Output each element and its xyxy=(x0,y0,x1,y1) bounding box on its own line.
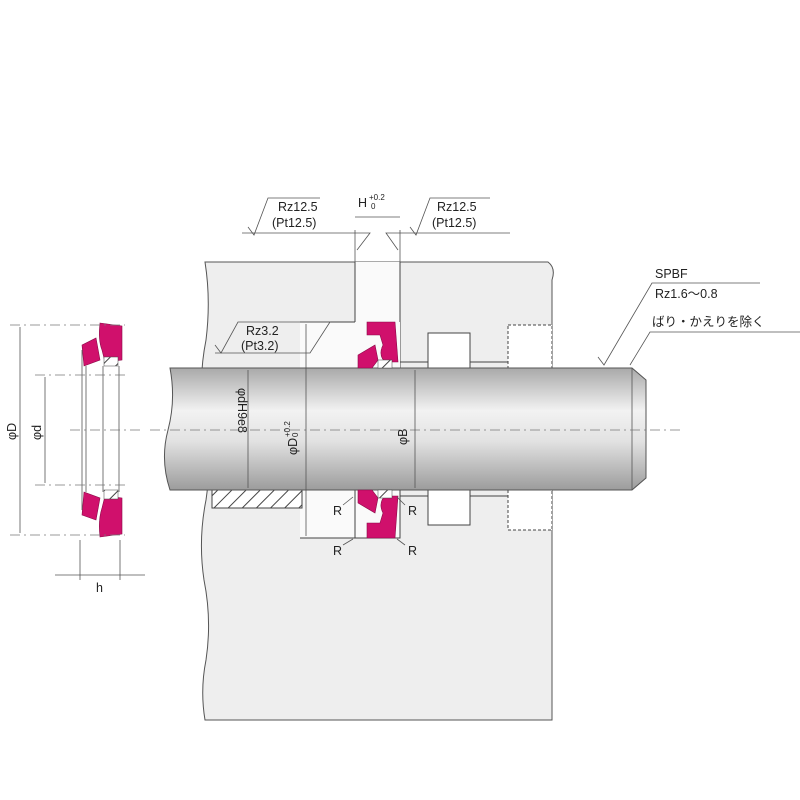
svg-text:+0.2: +0.2 xyxy=(369,193,385,202)
surface-finish-left: Rz12.5 (Pt12.5) xyxy=(247,197,320,236)
radius-label: R xyxy=(333,544,342,558)
svg-text:+0.2: +0.2 xyxy=(283,421,292,437)
rod xyxy=(164,367,647,491)
svg-text:Rz3.2: Rz3.2 xyxy=(246,324,279,338)
svg-text:Rz1.6～0.8: Rz1.6～0.8 xyxy=(655,287,718,301)
seal-inner-diameter-label: φd xyxy=(30,425,44,440)
seal-section xyxy=(81,321,399,539)
svg-text:0: 0 xyxy=(371,202,376,211)
svg-text:H: H xyxy=(358,196,367,210)
hatched-bushing xyxy=(211,489,303,509)
surface-finish-rod: SPBF Rz1.6～0.8 ばり・かえりを除く xyxy=(597,267,800,366)
svg-text:φD: φD xyxy=(286,438,300,455)
seal-height-label: h xyxy=(96,581,103,595)
seal-profile xyxy=(10,324,145,580)
svg-text:(Pt12.5): (Pt12.5) xyxy=(432,216,476,230)
radius-label: R xyxy=(408,544,417,558)
svg-text:Rz12.5: Rz12.5 xyxy=(278,200,318,214)
rod-diameter-label: φdH9e8 xyxy=(235,388,249,433)
radius-label: R xyxy=(408,504,417,518)
svg-text:0: 0 xyxy=(291,432,300,437)
surface-finish-bore: Rz3.2 (Pt3.2) xyxy=(214,321,331,354)
svg-text:SPBF: SPBF xyxy=(655,267,688,281)
groove-width-label: H +0.2 0 xyxy=(358,193,385,211)
svg-text:Rz12.5: Rz12.5 xyxy=(437,200,477,214)
wiper-blocks xyxy=(400,324,553,531)
seal-outer-diameter-label: φD xyxy=(5,423,19,440)
svg-text:ばり・かえりを除く: ばり・かえりを除く xyxy=(652,314,765,329)
surface-finish-right: Rz12.5 (Pt12.5) xyxy=(409,197,490,236)
bore-diameter-label: φB xyxy=(396,429,410,445)
groove-diameter-label: φD +0.2 0 xyxy=(283,421,300,455)
svg-text:(Pt12.5): (Pt12.5) xyxy=(272,216,316,230)
radius-label: R xyxy=(333,504,342,518)
svg-text:(Pt3.2): (Pt3.2) xyxy=(241,339,279,353)
